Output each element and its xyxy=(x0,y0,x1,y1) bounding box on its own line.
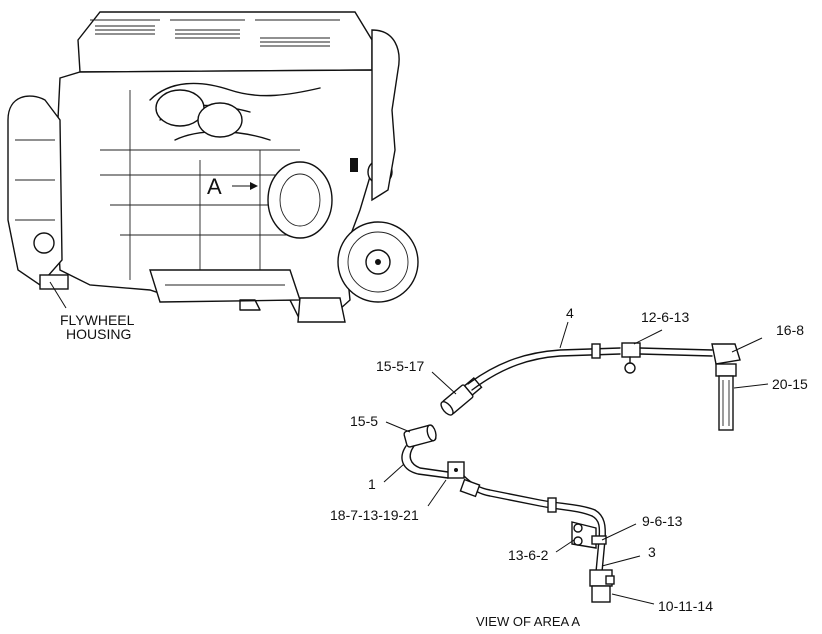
engine-drawing xyxy=(7,11,419,323)
area-a-marker: A xyxy=(207,174,222,199)
view-caption: VIEW OF AREA A xyxy=(476,614,581,629)
callout-4: 4 xyxy=(566,305,574,321)
callout-20-15: 20-15 xyxy=(772,376,808,392)
flywheel-housing-label-line2: HOUSING xyxy=(66,326,132,342)
callout-18-7-13-19-21: 18-7-13-19-21 xyxy=(330,507,419,523)
callout-10-11-14: 10-11-14 xyxy=(658,598,714,614)
callout-13-6-2: 13-6-2 xyxy=(508,547,549,563)
tube-assembly-upper xyxy=(440,342,741,431)
callout-9-6-13: 9-6-13 xyxy=(642,513,683,529)
callout-1: 1 xyxy=(368,476,376,492)
callout-3: 3 xyxy=(648,544,656,560)
tube-assembly-lower xyxy=(401,424,615,603)
leader-lines xyxy=(383,321,769,605)
flywheel-housing-label-line1: FLYWHEEL xyxy=(60,312,135,328)
callout-15-5-17: 15-5-17 xyxy=(376,358,425,374)
callout-15-5: 15-5 xyxy=(350,413,379,429)
callout-12-6-13: 12-6-13 xyxy=(641,309,690,325)
callout-16-8: 16-8 xyxy=(776,322,805,338)
